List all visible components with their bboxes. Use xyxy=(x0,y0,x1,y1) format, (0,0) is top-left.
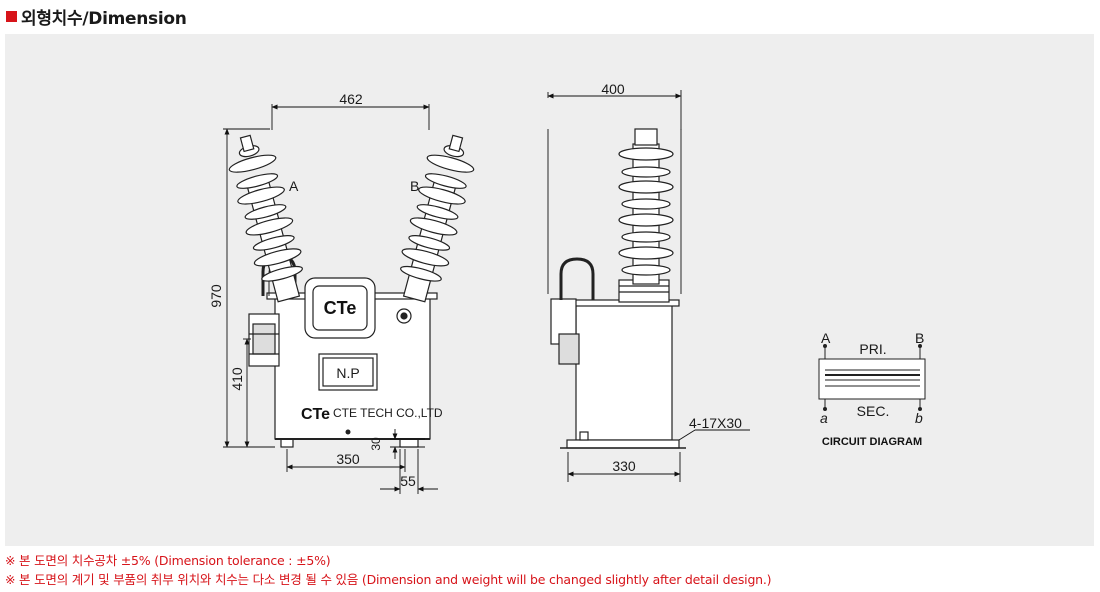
circuit-diagram xyxy=(818,344,926,411)
front-view xyxy=(228,134,475,448)
mounting-holes-dimension: 4-17X30 xyxy=(689,415,742,431)
section-header: 외형치수/Dimension xyxy=(6,3,187,29)
circuit-caption: CIRCUIT DIAGRAM xyxy=(822,436,922,448)
foot-height-dimension: 30 xyxy=(369,437,383,451)
total-height-dimension: 970 xyxy=(208,284,224,308)
circuit-terminal-a: A xyxy=(821,330,831,346)
bushing-b xyxy=(400,134,475,303)
bushing-a xyxy=(228,134,303,303)
bushing-b-label: B xyxy=(410,178,419,194)
dimension-drawing: A B 462 970 410 350 30 55 CTe N.P CTe CT… xyxy=(208,81,926,494)
circuit-primary-label: PRI. xyxy=(859,341,886,357)
terminal-box-logo: CTe xyxy=(324,298,357,318)
side-dimension-lines xyxy=(547,90,750,482)
nameplate-label: N.P xyxy=(336,365,359,381)
circuit-core-box xyxy=(818,358,926,400)
note-design-change: ※ 본 도면의 계기 및 부품의 취부 위치와 치수는 다소 변경 될 수 있음… xyxy=(5,572,772,587)
circuit-terminal-a2: a xyxy=(820,410,828,426)
section-title: 외형치수/Dimension xyxy=(21,8,187,29)
side-base-dimension: 330 xyxy=(612,458,636,474)
front-dimension-lines xyxy=(223,104,438,494)
side-tank-body xyxy=(575,303,673,441)
foot-width-dimension: 55 xyxy=(400,473,416,489)
brand-company-text: CTE TECH CO.,LTD xyxy=(333,406,443,420)
note-tolerance: ※ 본 도면의 치수공차 ±5% (Dimension tolerance : … xyxy=(5,553,331,568)
circuit-terminal-b: B xyxy=(915,330,924,346)
brand-logo: CTe xyxy=(301,406,330,423)
bushing-a-label: A xyxy=(289,178,299,194)
drawing-panel: A B 462 970 410 350 30 55 CTe N.P CTe CT… xyxy=(5,34,1094,546)
circuit-secondary-label: SEC. xyxy=(857,403,890,419)
side-view xyxy=(550,128,686,449)
circuit-terminal-b2: b xyxy=(915,410,923,426)
front-width-dimension: 462 xyxy=(339,91,363,107)
notes: ※ 본 도면의 치수공차 ±5% (Dimension tolerance : … xyxy=(5,551,772,589)
box-height-dimension: 410 xyxy=(229,367,245,391)
side-width-dimension: 400 xyxy=(601,81,625,97)
side-bushing xyxy=(618,128,674,285)
base-width-dimension: 350 xyxy=(336,451,360,467)
red-square-icon xyxy=(6,10,17,22)
